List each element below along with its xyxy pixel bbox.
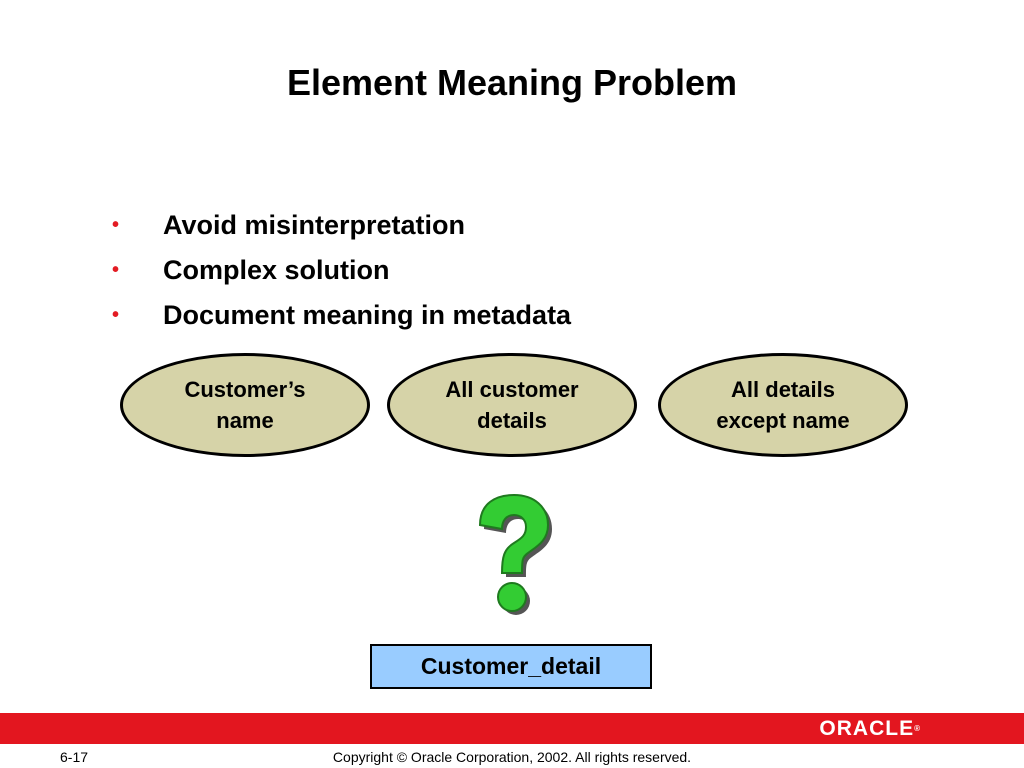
interpretation-ellipse: Customer’s name bbox=[120, 353, 370, 457]
question-mark-icon bbox=[478, 493, 552, 615]
logo-text: ORACLE bbox=[819, 717, 915, 740]
bullet-item: • Document meaning in metadata bbox=[110, 293, 571, 338]
oracle-logo: ORACLE® bbox=[819, 717, 920, 740]
registered-mark: ® bbox=[914, 724, 920, 733]
bullet-item: • Avoid misinterpretation bbox=[110, 203, 571, 248]
bullet-mark: • bbox=[112, 304, 120, 326]
interpretation-ellipse: All details except name bbox=[658, 353, 908, 457]
bullet-text: Avoid misinterpretation bbox=[163, 210, 466, 240]
bullet-item: • Complex solution bbox=[110, 248, 571, 293]
bullet-mark: • bbox=[112, 214, 120, 236]
bullet-text: Document meaning in metadata bbox=[163, 300, 572, 330]
footer-bar: ORACLE® bbox=[0, 713, 1024, 744]
slide-title: Element Meaning Problem bbox=[286, 62, 738, 103]
bullet-text: Complex solution bbox=[163, 255, 390, 285]
interpretation-ellipse: All customer details bbox=[387, 353, 637, 457]
bullet-mark: • bbox=[112, 259, 120, 281]
page-number: 6-17 bbox=[60, 749, 89, 765]
copyright-notice: Copyright © Oracle Corporation, 2002. Al… bbox=[332, 749, 692, 765]
bullet-list: • Avoid misinterpretation • Complex solu… bbox=[110, 203, 571, 338]
entity-box: Customer_detail bbox=[370, 644, 652, 689]
